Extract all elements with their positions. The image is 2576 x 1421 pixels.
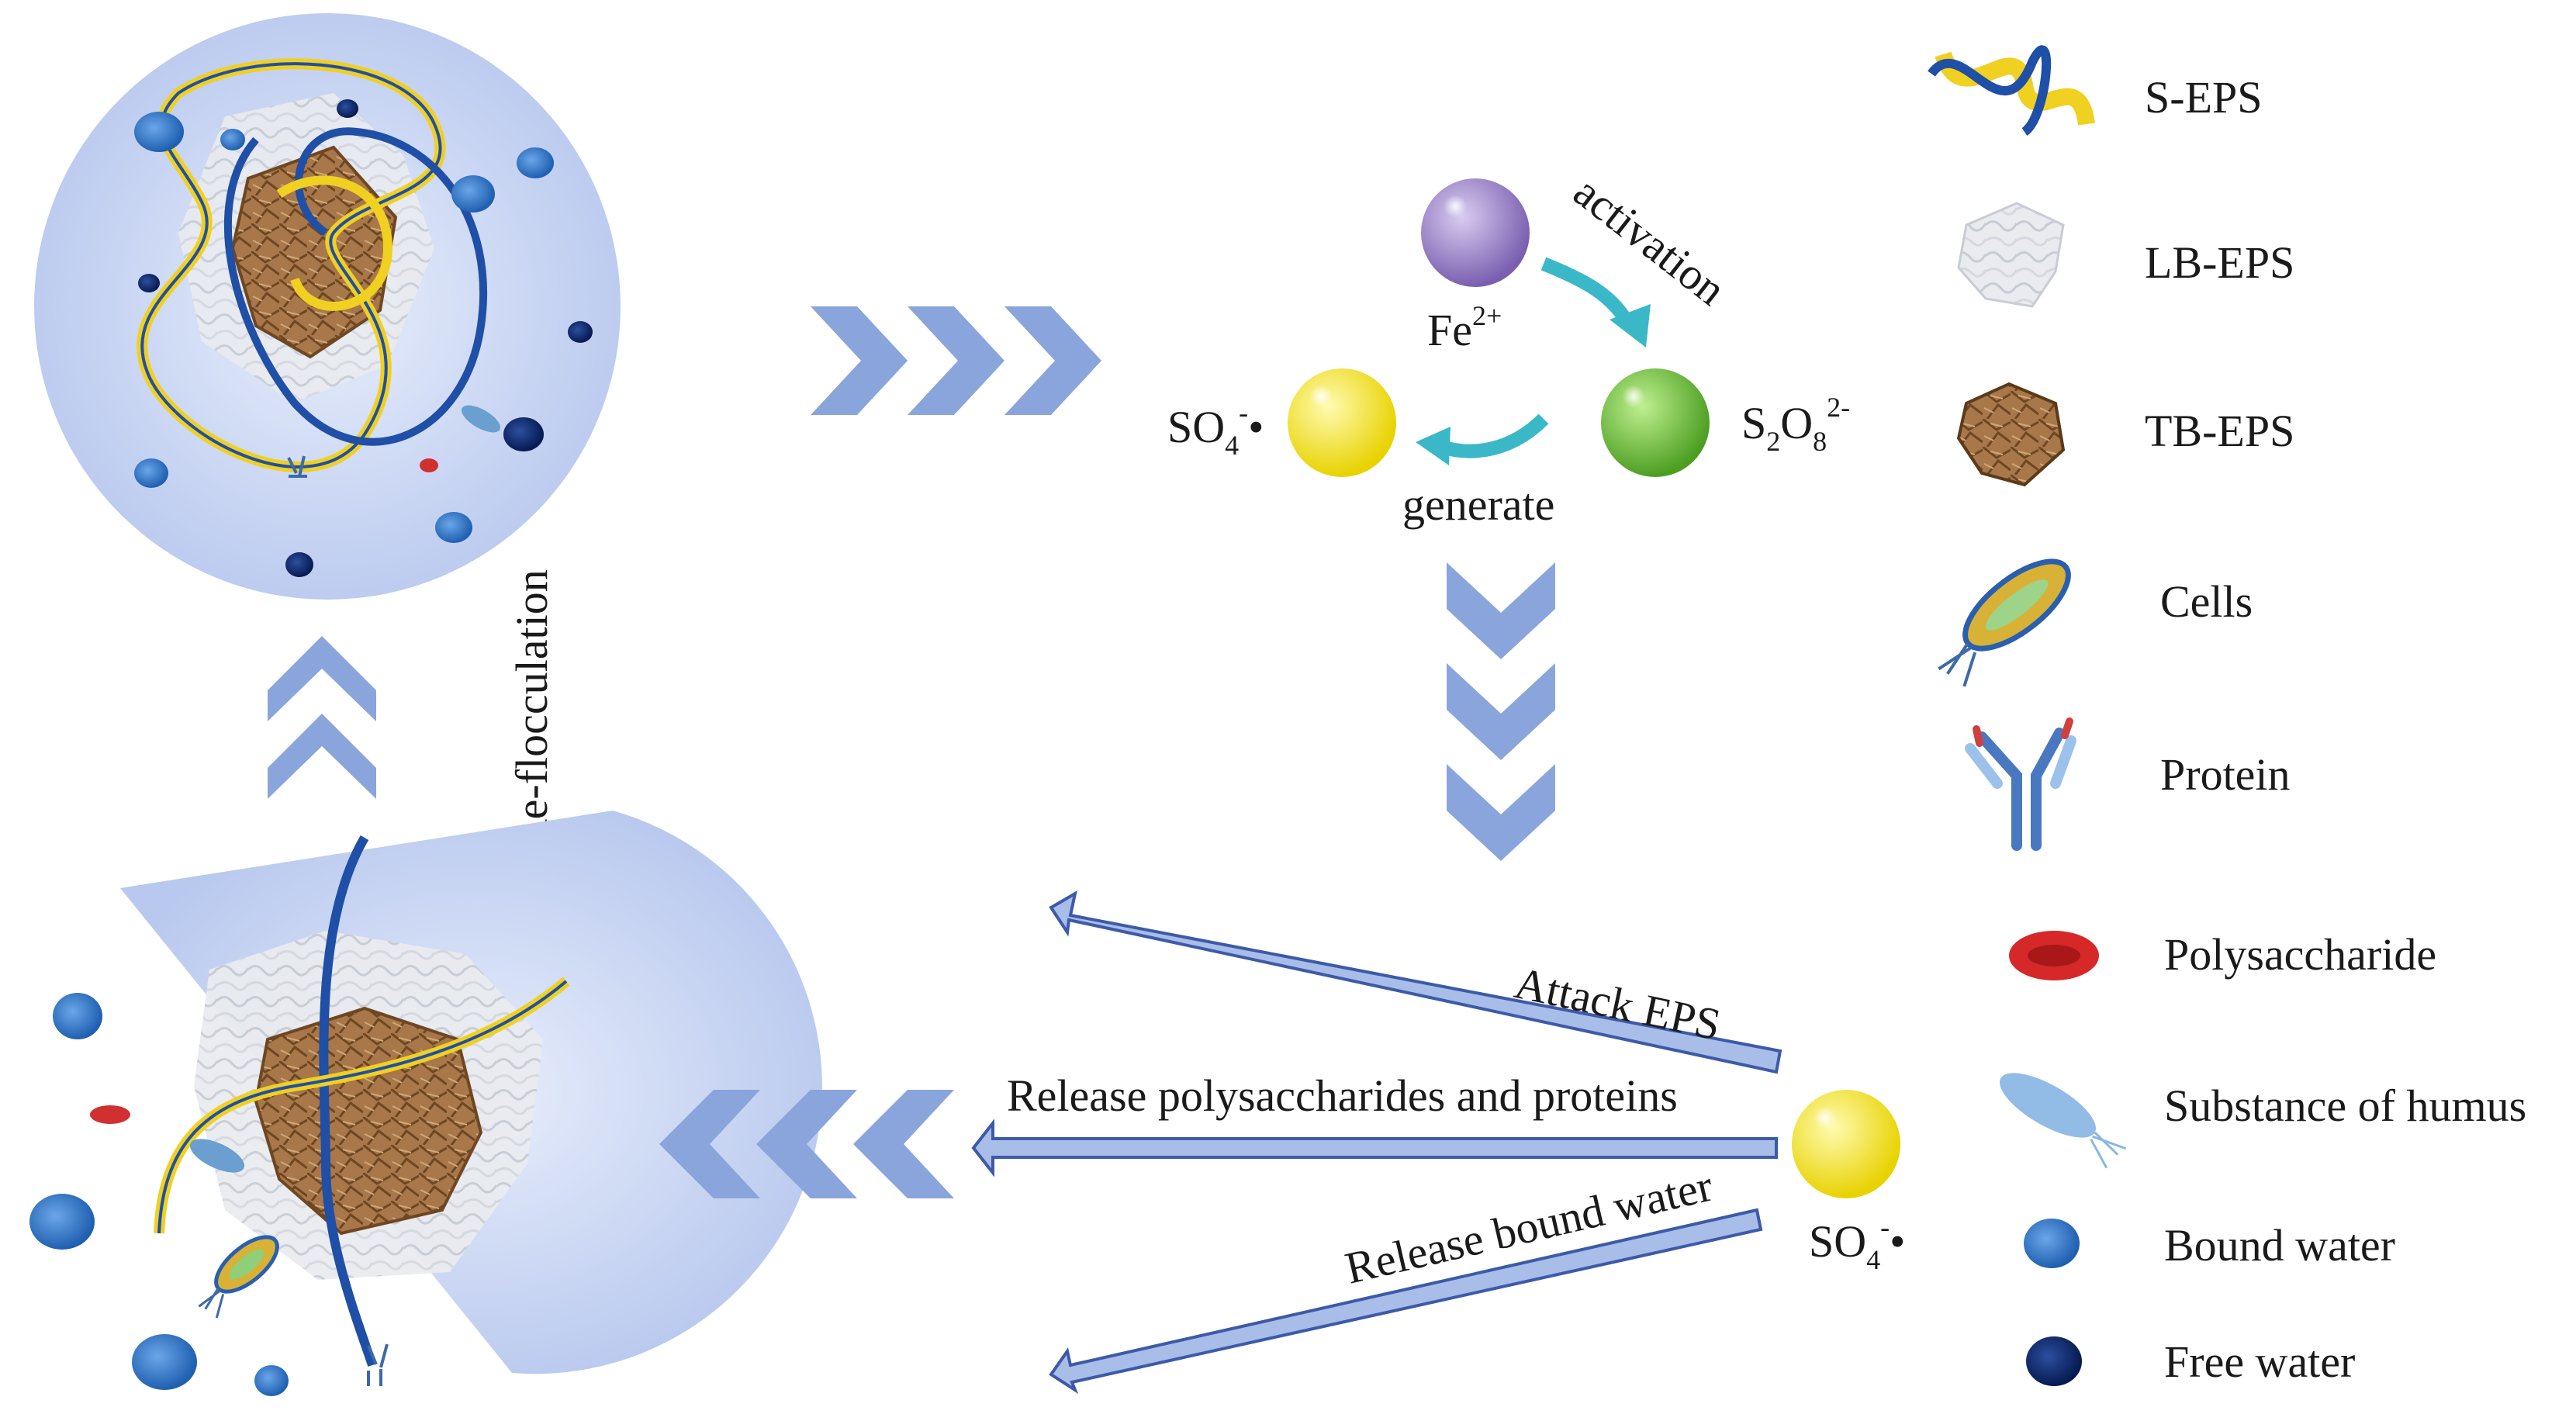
bound-water-drop [134, 458, 168, 488]
legend-item-humus: Substance of humus [2000, 1073, 2526, 1169]
legend-item-protein: Protein [1965, 717, 2291, 851]
sulfate-radical-label: SO4-• [1809, 1212, 1905, 1275]
legend-item-polysaccharide: Polysaccharide [2009, 929, 2436, 980]
lb-eps-icon [1957, 202, 2065, 308]
cell-icon [1938, 558, 2071, 687]
legend-label: Cells [2160, 576, 2253, 627]
release-ps-label: Release polysaccharides and proteins [1007, 1070, 1678, 1121]
release-ps-arrow [971, 1118, 1778, 1177]
tb-eps-icon [1956, 382, 2066, 487]
legend-label: Polysaccharide [2164, 929, 2436, 980]
legend-item-s-eps: S-EPS [1928, 45, 2263, 136]
persulfate-label: S2O82- [1741, 392, 1850, 457]
bound-water-drop [29, 1194, 95, 1250]
s-eps-icon [1928, 45, 2095, 136]
legend-label: Substance of humus [2164, 1080, 2526, 1131]
release-water-arrow [1049, 1208, 1763, 1395]
s-eps-strand-b [319, 835, 377, 1367]
legend-item-lb-eps: LB-EPS [1957, 202, 2294, 308]
free-water-drop [285, 552, 313, 577]
legend-label: Bound water [2164, 1220, 2395, 1271]
intact-floc [34, 13, 621, 600]
polysaccharide-drop [90, 1105, 130, 1124]
bound-water-drop [220, 129, 245, 150]
persulfate-ball [1601, 368, 1710, 477]
bound-water-drop [435, 512, 472, 543]
free-water-drop [337, 99, 358, 118]
radical-attack: Attack EPS Release polysaccharides and p… [971, 890, 1905, 1395]
protein-small [287, 455, 307, 478]
legend-label: TB-EPS [2145, 406, 2294, 456]
fe-label: Fe2+ [1427, 300, 1502, 355]
attack-eps-arrow [1049, 890, 1782, 1074]
legend-label: Free water [2164, 1336, 2355, 1387]
bound-water-drop [254, 1365, 289, 1396]
legend-item-free-water: Free water [2026, 1336, 2355, 1387]
s-eps-strand-b [223, 127, 488, 446]
bound-water-drop [134, 112, 184, 152]
humus-icon [2000, 1073, 2127, 1169]
cell [198, 1235, 279, 1319]
protein-small [367, 1343, 389, 1386]
legend-item-cells: Cells [1938, 558, 2253, 687]
generate-arrow [1437, 413, 1549, 458]
free-water-drop [568, 321, 593, 343]
reaction-cycle: Fe2+ S2O82- SO4-• activation generate [1167, 166, 1850, 530]
legend-item-tb-eps: TB-EPS [1956, 382, 2294, 487]
free-water-drop [138, 274, 160, 292]
left-chevrons [659, 1090, 954, 1198]
legend-label: LB-EPS [2145, 237, 2294, 288]
bound-water-icon [2024, 1219, 2080, 1268]
disintegrated-floc [29, 811, 822, 1396]
bound-water-drop [132, 1334, 197, 1390]
tb-eps-core [254, 1006, 483, 1236]
bound-water-drop [53, 993, 102, 1039]
legend-label: S-EPS [2145, 72, 2263, 123]
reflocculation-label: Re-flocculation [507, 569, 557, 849]
activation-arrow [1540, 257, 1636, 330]
free-water-icon [2026, 1336, 2082, 1386]
sulfate-radical-label: SO4-• [1167, 397, 1264, 461]
legend-label: Protein [2160, 749, 2291, 800]
generate-label: generate [1402, 479, 1554, 530]
protein-icon [1965, 717, 2076, 851]
polysaccharide-drop [420, 458, 438, 472]
bound-water-drop [451, 175, 495, 213]
humus-particle [189, 1139, 245, 1173]
free-water-drop [503, 417, 544, 451]
legend: S-EPS LB-EPS TB-EPS Cells [1928, 45, 2526, 1387]
humus-particle [462, 405, 500, 433]
bound-water-drop [517, 147, 554, 178]
reflocculation-chevrons [268, 636, 376, 799]
down-chevrons [1447, 562, 1555, 861]
right-chevrons [811, 306, 1101, 415]
legend-item-bound-water: Bound water [2024, 1219, 2395, 1271]
